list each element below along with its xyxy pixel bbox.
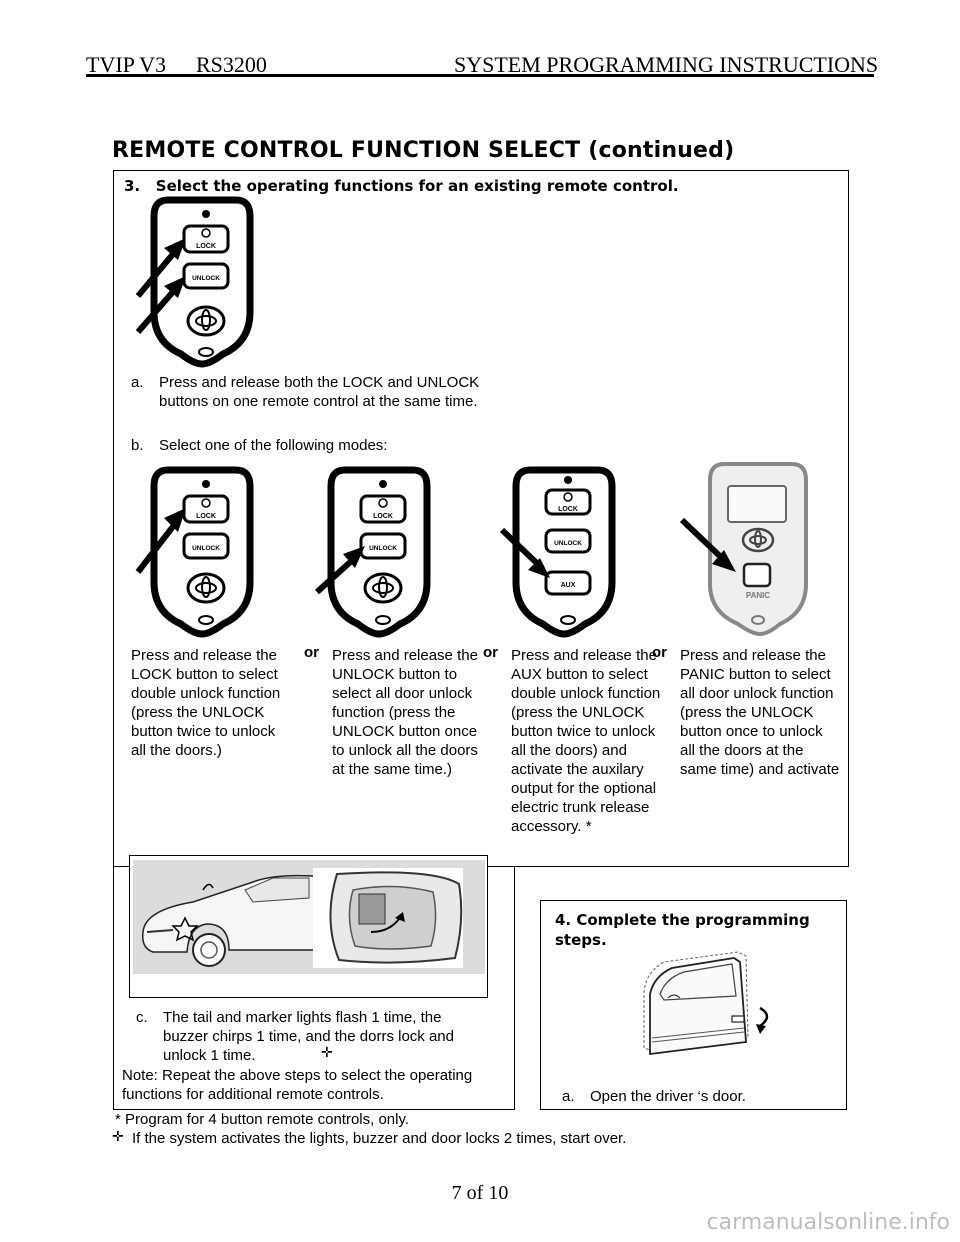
svg-text:LOCK: LOCK — [196, 513, 216, 520]
unlock-label: UNLOCK — [192, 275, 220, 282]
mode-aux-text: Press and release the AUX button to sele… — [511, 647, 661, 835]
svg-text:LOCK: LOCK — [558, 506, 578, 513]
panic-label: PANIC — [746, 591, 771, 600]
step4-a-marker: a. — [562, 1088, 575, 1105]
car-illustration — [133, 860, 485, 974]
step3-c-text: The tail and marker lights flash 1 time,… — [163, 1009, 454, 1064]
step3-b-text: Select one of the following modes: — [159, 437, 388, 454]
remote-illustration-panic-mode: PANIC — [679, 462, 808, 637]
step4-a-text: Open the driver ‘s door. — [590, 1088, 746, 1105]
cross-icon: ✛ — [112, 1129, 124, 1145]
mode-unlock-text: Press and release the UNLOCK button to s… — [332, 647, 478, 778]
step3-a-text: Press and release both the LOCK and UNLO… — [159, 374, 480, 410]
svg-text:UNLOCK: UNLOCK — [554, 540, 582, 547]
header-system: RS3200 — [196, 52, 267, 77]
footnote-cross: If the system activates the lights, buzz… — [132, 1130, 627, 1147]
mode-lock-text: Press and release the LOCK button to sel… — [131, 647, 281, 759]
or-label-2: or — [483, 644, 498, 661]
svg-text:LOCK: LOCK — [373, 513, 393, 520]
watermark: carmanualsonline.info — [706, 1210, 950, 1235]
step3-c-box — [113, 866, 515, 1110]
page-number: 7 of 10 — [451, 1182, 509, 1204]
step3-c-marker: c. — [136, 1009, 148, 1026]
lock-label: LOCK — [196, 243, 216, 250]
or-label-1: or — [304, 644, 319, 661]
svg-text:UNLOCK: UNLOCK — [192, 545, 220, 552]
header-model: TVIP V3 — [86, 52, 167, 77]
door-illustration — [643, 951, 769, 1056]
svg-text:UNLOCK: UNLOCK — [369, 545, 397, 552]
header-title: SYSTEM PROGRAMMING INSTRUCTIONS — [454, 52, 879, 77]
step3-title: 3. Select the operating functions for an… — [124, 177, 679, 195]
step3-b-marker: b. — [131, 437, 144, 454]
header-rule — [86, 74, 874, 77]
cross-icon: ✛ — [321, 1045, 333, 1061]
step3-note: Note: Repeat the above steps to select t… — [122, 1067, 473, 1103]
or-label-3: or — [652, 644, 667, 661]
remote-illustration-unlock-mode: LOCK UNLOCK — [314, 466, 431, 638]
section-title: REMOTE CONTROL FUNCTION SELECT (continue… — [112, 138, 735, 163]
step4-title: 4. Complete the programming steps. — [555, 911, 810, 949]
remote-illustration-aux-mode: LOCK UNLOCK AUX — [499, 466, 616, 638]
footnote-asterisk: * Program for 4 button remote controls, … — [115, 1111, 410, 1128]
remote-illustration-a: LOCK UNLOCK — [135, 196, 254, 368]
mode-panic-text: Press and release the PANIC button to se… — [680, 647, 840, 778]
aux-label: AUX — [561, 582, 576, 589]
step4-box — [540, 900, 847, 1110]
remote-illustration-lock-mode: LOCK UNLOCK — [135, 466, 254, 638]
step3-a-marker: a. — [131, 374, 144, 391]
